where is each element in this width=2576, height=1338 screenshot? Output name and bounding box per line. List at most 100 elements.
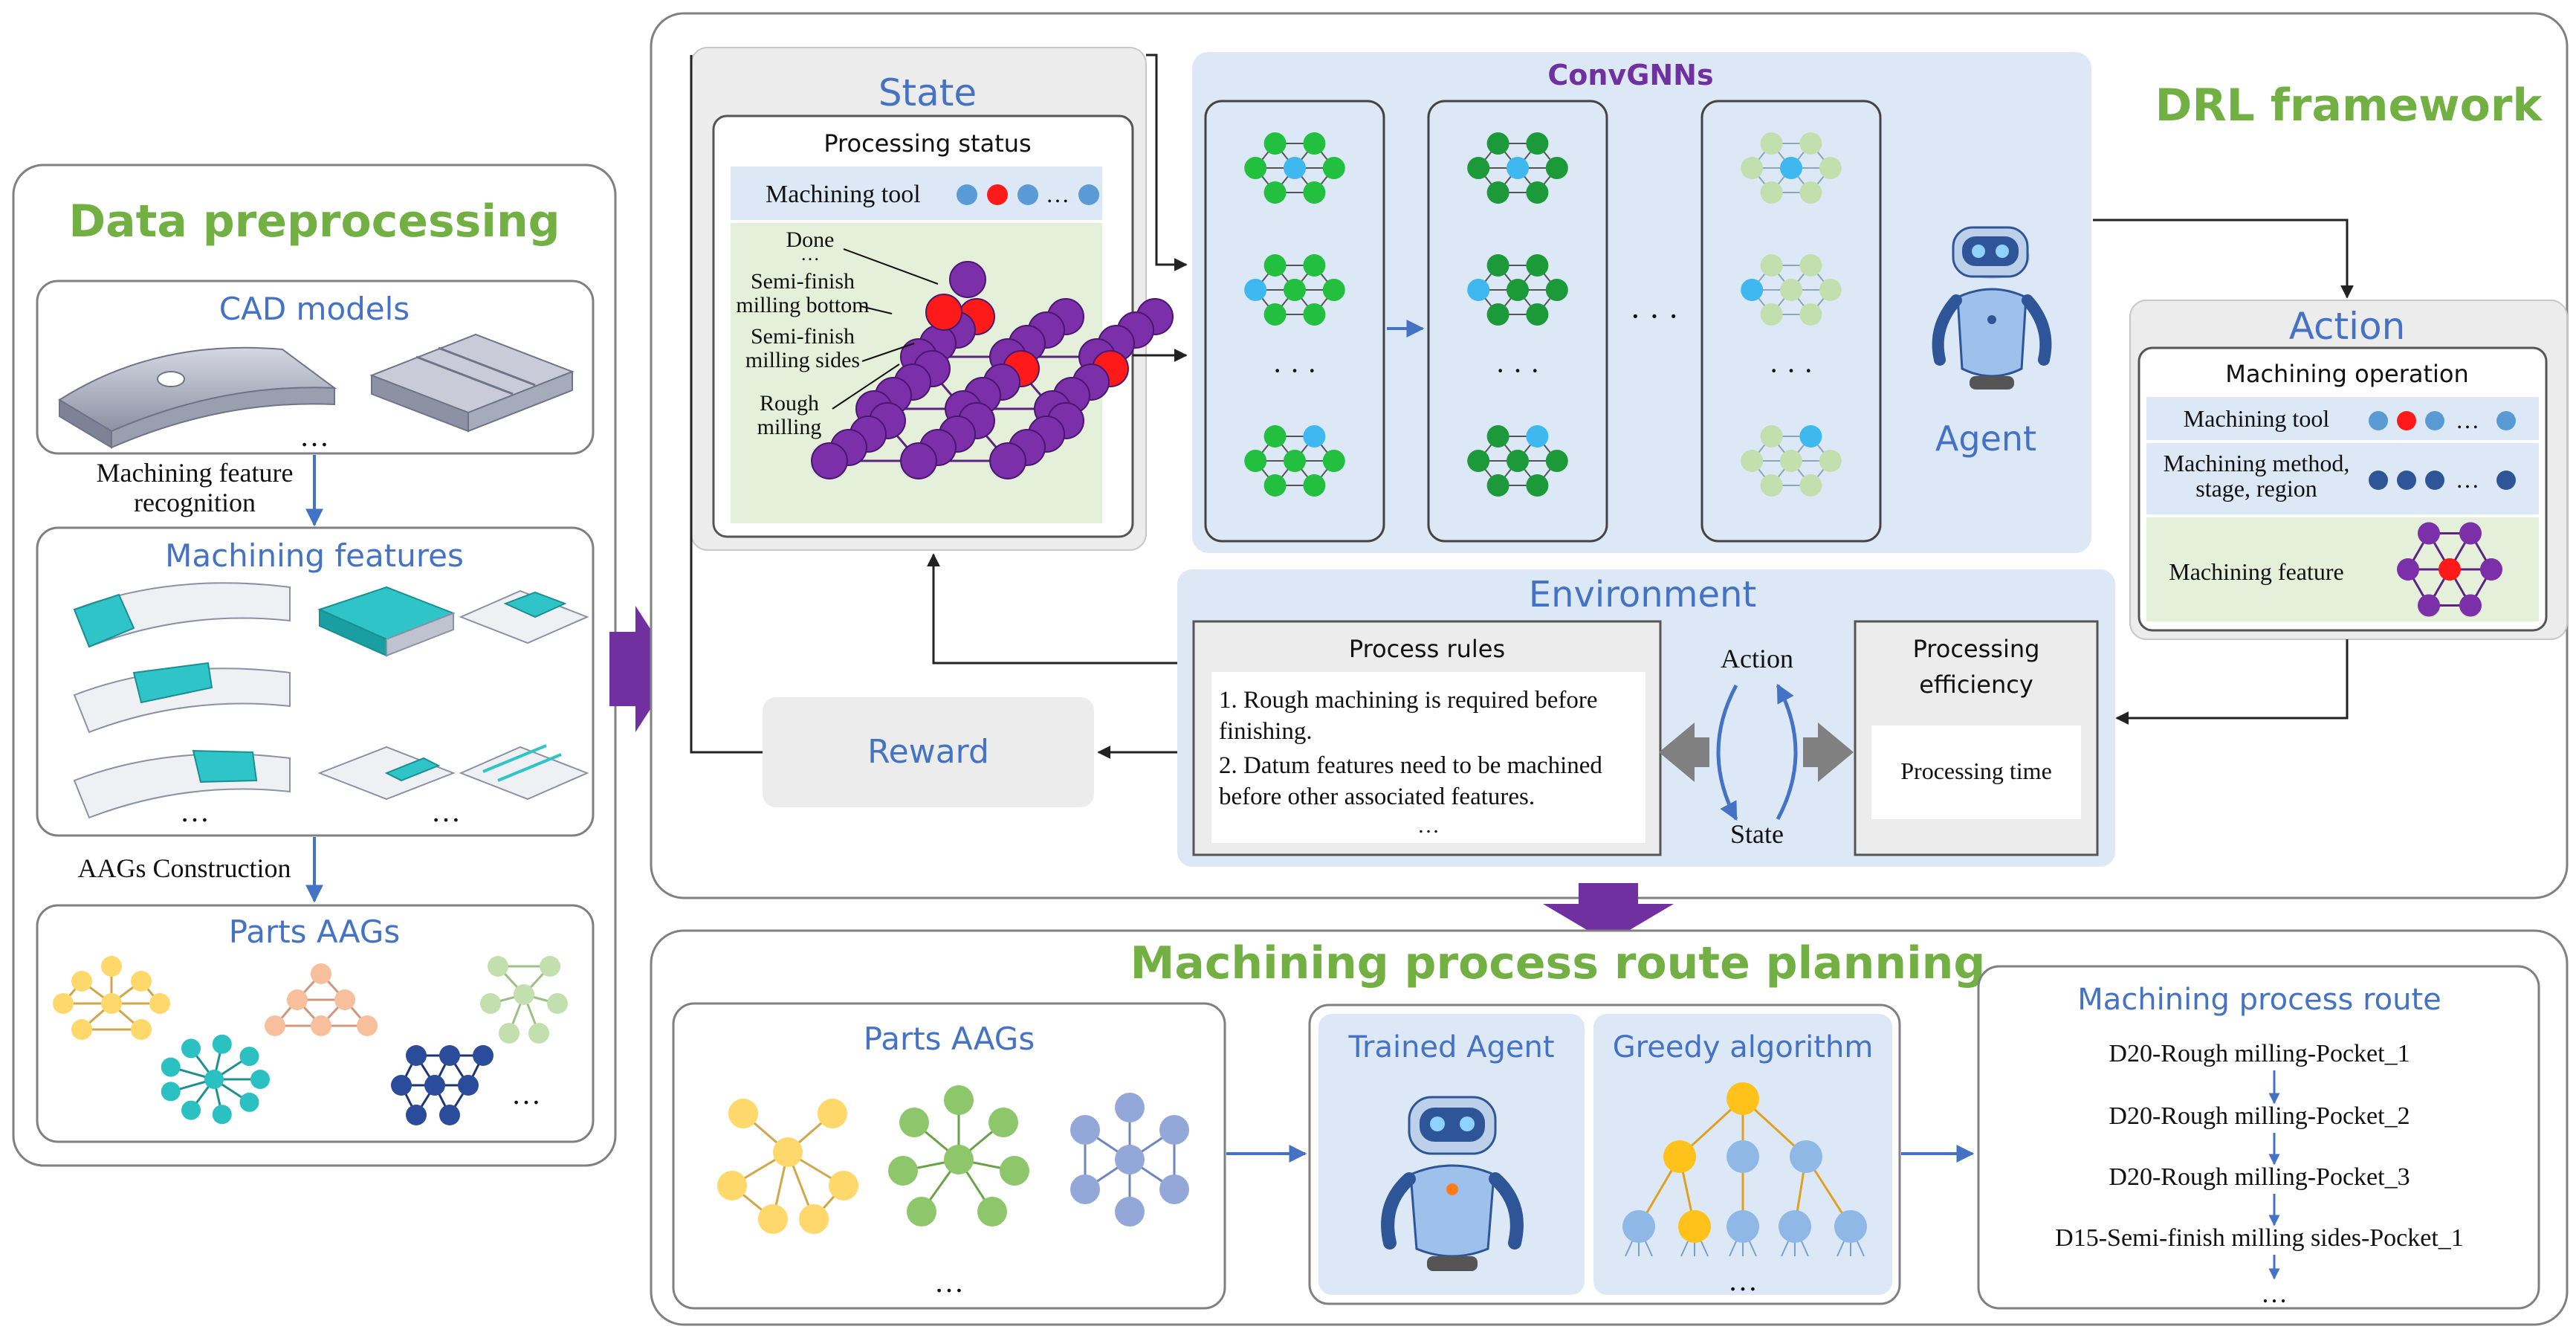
step1-label-line2: recognition	[134, 488, 256, 517]
graph-node	[1303, 303, 1326, 326]
tree-node	[1790, 1140, 1822, 1173]
state-top-to-convgnn-arrow	[1146, 54, 1188, 271]
graph-node	[888, 1156, 918, 1186]
action-machining-feature-label: Machining feature	[2169, 558, 2343, 585]
graph-node	[1303, 132, 1326, 155]
graph-node	[1760, 181, 1783, 204]
graph-node	[357, 1015, 378, 1036]
action-method-dots: …	[2369, 466, 2516, 493]
planning-title: Machining process route planning	[1130, 937, 1986, 989]
graph-node	[1799, 474, 1822, 497]
cycle-state-label: State	[1730, 819, 1784, 849]
graph-node	[1284, 279, 1306, 301]
graph-node	[1263, 303, 1287, 326]
environment-to-state-arrow	[927, 553, 1177, 665]
graph-node	[907, 1197, 936, 1226]
graph-node	[988, 1108, 1018, 1137]
svg-text:Rough: Rough	[760, 391, 819, 416]
graph-node	[439, 1045, 460, 1066]
drl-framework-panel: DRL framework State Processing status Ma…	[650, 12, 2569, 899]
graph-node	[1799, 254, 1822, 277]
graph-node	[161, 1057, 181, 1077]
step2-label: AAGs Construction	[78, 853, 291, 883]
graph-node	[2397, 558, 2419, 581]
planning-graph-lavender	[1070, 1093, 1189, 1226]
graph-node	[1263, 254, 1287, 277]
action-machining-tool-label: Machining tool	[2184, 405, 2330, 432]
tree-node	[1834, 1210, 1867, 1243]
graph-node	[2418, 594, 2440, 617]
greedy-title: Greedy algorithm	[1613, 1030, 1874, 1064]
state-tool-dots: …	[957, 181, 1099, 207]
tree-node	[1678, 1210, 1711, 1243]
data-preprocessing-title: Data preprocessing	[68, 195, 560, 248]
graph-node	[528, 1023, 549, 1044]
graph-node	[161, 1082, 181, 1102]
planning-panel: Machining process route planning Parts A…	[650, 929, 2569, 1326]
graph-node	[728, 1099, 758, 1128]
drl-to-planning-arrow	[1543, 883, 1674, 943]
route-box	[1977, 965, 2540, 1310]
graph-node	[2480, 558, 2502, 581]
graph-node	[1263, 425, 1287, 447]
graph-node	[1467, 450, 1490, 472]
graph-node	[1526, 425, 1549, 447]
graph-node	[1284, 157, 1306, 179]
graph-node	[1467, 279, 1490, 301]
route-title: Machining process route	[2077, 983, 2441, 1017]
graph-node	[829, 1171, 858, 1200]
graph-node	[2418, 522, 2440, 545]
processing-status-title: Processing status	[823, 129, 1031, 158]
graph-node	[1799, 425, 1822, 447]
convgnn-col3-more: · · ·	[1769, 354, 1813, 387]
graph-node	[311, 1015, 331, 1036]
convgnn-col2-more: · · ·	[1495, 354, 1540, 387]
reward-to-state-line	[690, 55, 763, 754]
graph-node	[1741, 279, 1764, 301]
graph-node	[1819, 157, 1842, 179]
cad-models-title: CAD models	[219, 291, 410, 327]
process-rules-content	[1211, 672, 1645, 843]
graph-node	[1244, 450, 1267, 472]
action-method-row	[2146, 443, 2539, 514]
greedy-ellipsis: …	[1728, 1264, 1758, 1297]
processing-efficiency-line1: Processing	[1913, 635, 2040, 663]
graph-node	[949, 261, 986, 298]
cad-channel-part-icon	[369, 333, 575, 433]
graph-node	[499, 1023, 520, 1044]
graph-node	[101, 956, 122, 977]
graph-node	[989, 442, 1026, 479]
processing-time-label: Processing time	[1900, 757, 2052, 784]
convgnn-column-1	[1204, 100, 1385, 543]
graph-node	[1760, 132, 1783, 155]
graph-node	[1486, 132, 1509, 155]
graph-node	[1115, 1145, 1145, 1174]
convgnn-between-ellipsis: · · ·	[1630, 298, 1679, 334]
state-tool-row	[731, 167, 1102, 220]
rule1-line1: 1. Rough machining is required before	[1219, 687, 1598, 714]
graph-node	[514, 984, 534, 1005]
graph-teal	[161, 1034, 270, 1125]
graph-node	[944, 1145, 974, 1174]
graph-node	[1780, 279, 1802, 301]
graph-node	[265, 1015, 285, 1036]
graph-node	[406, 1045, 427, 1066]
environment-title: Environment	[1529, 574, 1757, 615]
graph-node	[204, 1070, 224, 1089]
graph-node	[250, 1070, 270, 1089]
svg-text:…: …	[2456, 407, 2479, 433]
graph-node	[101, 993, 122, 1014]
convgnns-box	[1192, 52, 2091, 553]
agent-robot-icon	[1932, 226, 2052, 390]
graph-node	[1322, 157, 1345, 179]
graph-node	[818, 1099, 847, 1128]
graph-node	[131, 1019, 152, 1040]
state-cube-graph	[811, 261, 1174, 479]
graph-node	[1526, 254, 1549, 277]
graph-node	[1545, 279, 1568, 301]
action-method-line2: stage, region	[2195, 475, 2317, 502]
svg-text:Semi-finish: Semi-finish	[751, 269, 855, 294]
graph-node	[1263, 132, 1287, 155]
tree-node	[1726, 1210, 1759, 1243]
graph-node	[480, 993, 501, 1014]
